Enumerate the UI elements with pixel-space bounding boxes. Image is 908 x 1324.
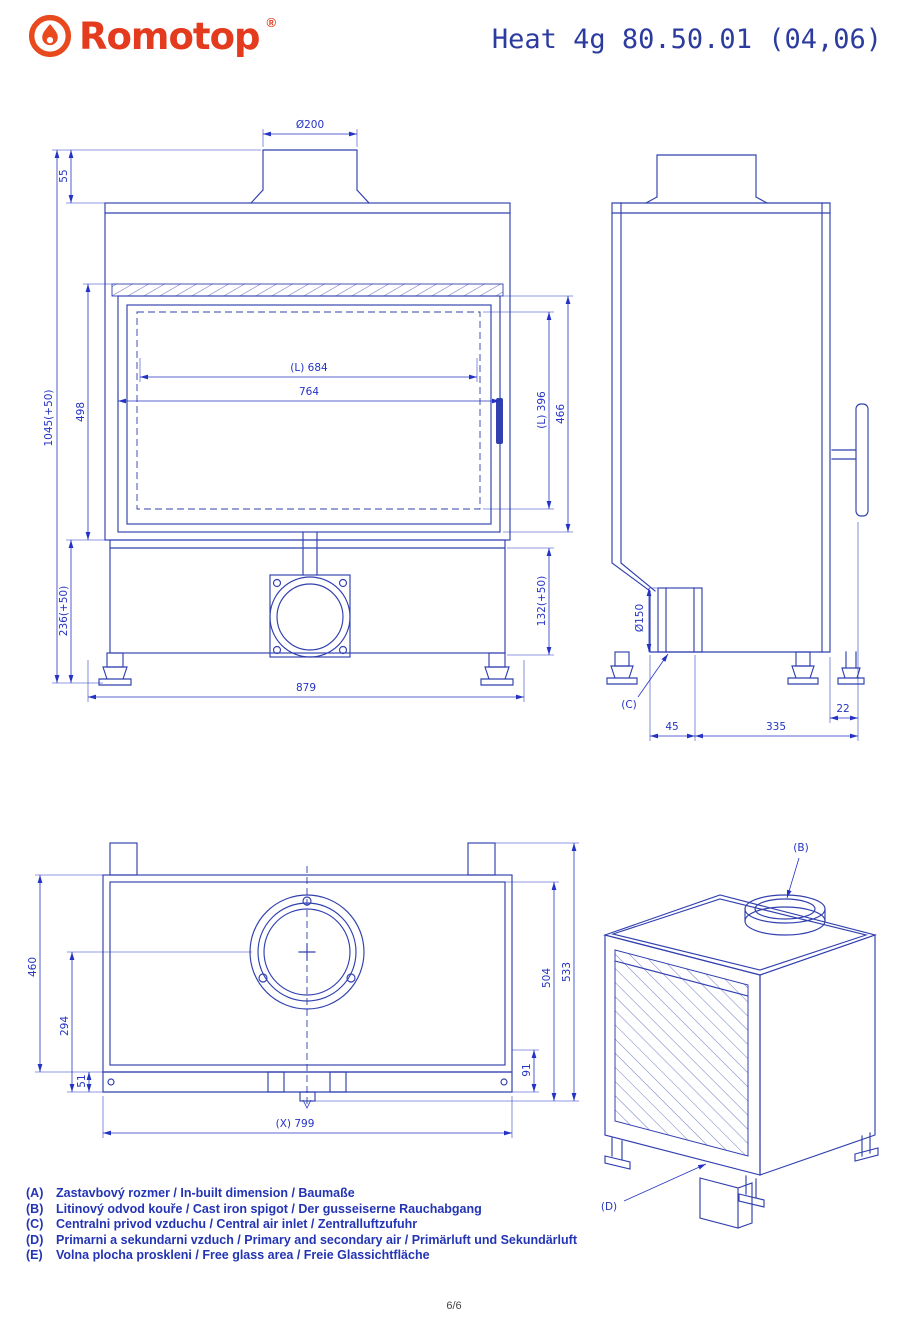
legend-item: (C) Centralni privod vzduchu / Central a… — [26, 1217, 577, 1232]
adjustable-feet — [98, 652, 514, 686]
dim-collar-height: 55 — [58, 169, 70, 182]
top-view: 460 294 51 91 504 533 (X) 799 — [27, 842, 579, 1138]
dim-inlet-offset: 45 — [665, 721, 678, 733]
legend-key: (B) — [26, 1201, 44, 1216]
brand-logo: Romotop ® — [28, 14, 276, 58]
legend-item: (B) Litinový odvod kouře / Cast iron spi… — [26, 1202, 577, 1217]
legend-key: (A) — [26, 1186, 44, 1200]
legend-key: (E) — [26, 1248, 43, 1262]
registered-mark: ® — [266, 14, 277, 30]
free-glass-area-outline — [136, 311, 481, 510]
central-air-inlet — [657, 587, 703, 653]
legend-item: (E) Volna plocha proskleni / Free glass … — [26, 1248, 577, 1263]
legend-text: Primarni a sekundarni vzduch / Primary a… — [56, 1232, 577, 1247]
dim-inlet-diameter: Ø150 — [634, 604, 646, 632]
header: Romotop ® Heat 4g 80.50.01 (04,06) — [28, 14, 882, 58]
dim-base-height: 236(+50) — [58, 586, 70, 636]
page-number: 6/6 — [446, 1300, 462, 1312]
dim-depth: 335 — [766, 721, 786, 733]
front-view: Ø200 1045(+50) 55 498 236(+50) (L) 684 7… — [43, 119, 573, 702]
legend: (A) Zastavbový rozmer / In-built dimensi… — [26, 1186, 577, 1264]
dim-glass-width: (L) 684 — [290, 362, 328, 374]
dim-back-offset: 22 — [836, 703, 849, 715]
label-spigot: (B) — [793, 842, 808, 854]
legend-item: (A) Zastavbový rozmer / In-built dimensi… — [26, 1186, 577, 1201]
legend-key: (D) — [26, 1232, 44, 1247]
dim-body-depth: 460 — [27, 957, 39, 977]
glass-front-hatched — [614, 949, 749, 1157]
label-primary-secondary-air: (D) — [601, 1201, 617, 1213]
brand-name: Romotop — [79, 14, 260, 58]
dim-depth-total: 533 — [561, 962, 573, 982]
side-feet — [606, 651, 865, 685]
dim-opening-width: 764 — [299, 386, 319, 398]
romotop-flame-icon — [28, 14, 72, 58]
drawing-title: Heat 4g 80.50.01 (04,06) — [491, 24, 882, 55]
air-inlet-plate — [269, 574, 351, 658]
dim-depth-inner: 504 — [541, 968, 553, 988]
legend-text: Litinový odvod kouře / Cast iron spigot … — [56, 1201, 482, 1216]
door-handle — [496, 398, 503, 444]
legend-key: (C) — [26, 1217, 44, 1231]
legend-text: Volna plocha proskleni / Free glass area… — [56, 1248, 430, 1262]
cast-iron-spigot — [744, 894, 826, 936]
dim-opening-height: 466 — [555, 404, 567, 424]
air-grate — [111, 283, 504, 297]
dim-right-offset: 91 — [521, 1063, 533, 1076]
iso-feet — [604, 1132, 879, 1229]
side-view: Ø150 (C) 45 335 22 — [606, 154, 869, 741]
dim-body-width: (X) 799 — [276, 1118, 315, 1130]
legend-item: (D) Primarni a sekundarni vzduch / Prima… — [26, 1233, 577, 1248]
dim-total-width: 879 — [296, 682, 316, 694]
legend-text: Zastavbový rozmer / In-built dimension /… — [56, 1186, 355, 1200]
dim-total-height: 1045(+50) — [43, 389, 55, 446]
isometric-view: (B) (D) — [601, 842, 879, 1229]
dim-glass-height: (L) 396 — [536, 391, 548, 429]
dim-firebox-height: 498 — [75, 402, 87, 422]
dim-center-depth: 294 — [59, 1016, 71, 1036]
dim-flue-diameter: Ø200 — [296, 119, 324, 131]
dim-base-inner-height: 132(+50) — [536, 576, 548, 626]
label-central-air: (C) — [621, 699, 637, 711]
dim-front-edge: 51 — [76, 1074, 88, 1087]
legend-text: Centralni privod vzduchu / Central air i… — [56, 1217, 418, 1231]
side-door-handle — [855, 403, 869, 517]
